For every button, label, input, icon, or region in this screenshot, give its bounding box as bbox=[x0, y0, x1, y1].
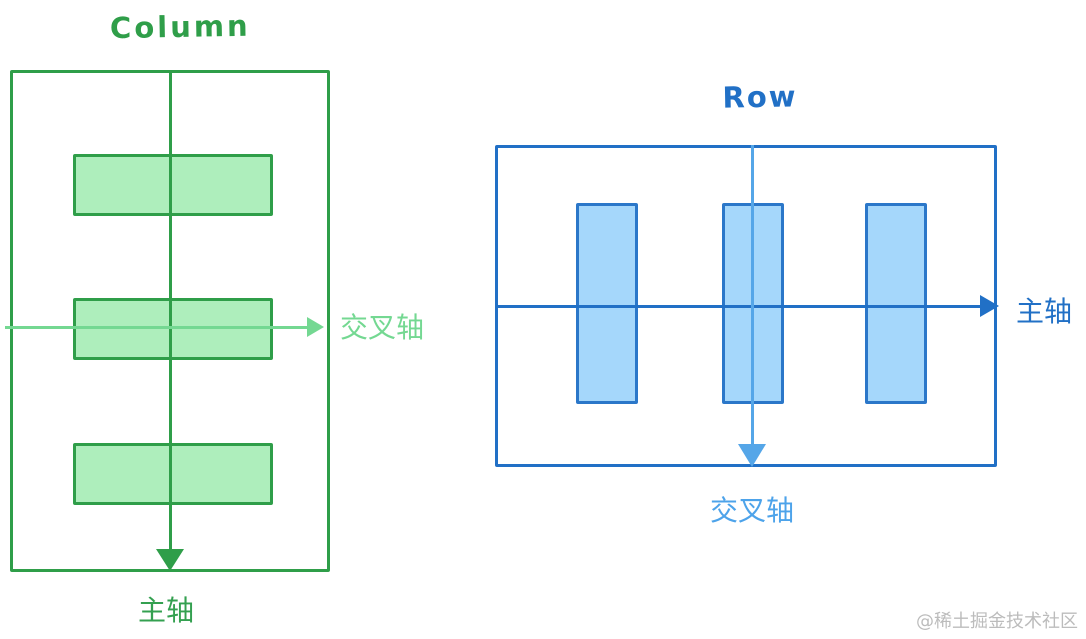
row-cross-axis-line bbox=[751, 145, 754, 445]
row-main-axis-line bbox=[495, 305, 982, 308]
column-flex-item-3 bbox=[73, 443, 273, 505]
column-cross-axis-label: 交叉轴 bbox=[340, 311, 425, 344]
row-cross-axis-arrowhead-down-icon bbox=[738, 444, 766, 467]
column-main-axis-arrowhead-down-icon bbox=[156, 549, 184, 571]
row-flex-item-3 bbox=[865, 203, 927, 404]
row-cross-axis-label: 交叉轴 bbox=[710, 494, 795, 527]
column-cross-axis-arrowhead-right-icon bbox=[307, 317, 324, 337]
column-flex-item-1 bbox=[73, 154, 273, 216]
row-main-axis-arrowhead-right-icon bbox=[980, 295, 999, 317]
row-flex-item-1 bbox=[576, 203, 638, 404]
row-diagram-title: Row bbox=[722, 79, 798, 115]
watermark-text: @稀土掘金技术社区 bbox=[916, 611, 1078, 632]
column-diagram-title: Column bbox=[109, 8, 251, 46]
column-flex-item-2 bbox=[73, 298, 273, 360]
column-main-axis-label: 主轴 bbox=[138, 594, 195, 627]
column-cross-axis-line bbox=[5, 326, 308, 329]
column-main-axis-line bbox=[169, 70, 172, 552]
row-main-axis-label: 主轴 bbox=[1016, 295, 1073, 328]
